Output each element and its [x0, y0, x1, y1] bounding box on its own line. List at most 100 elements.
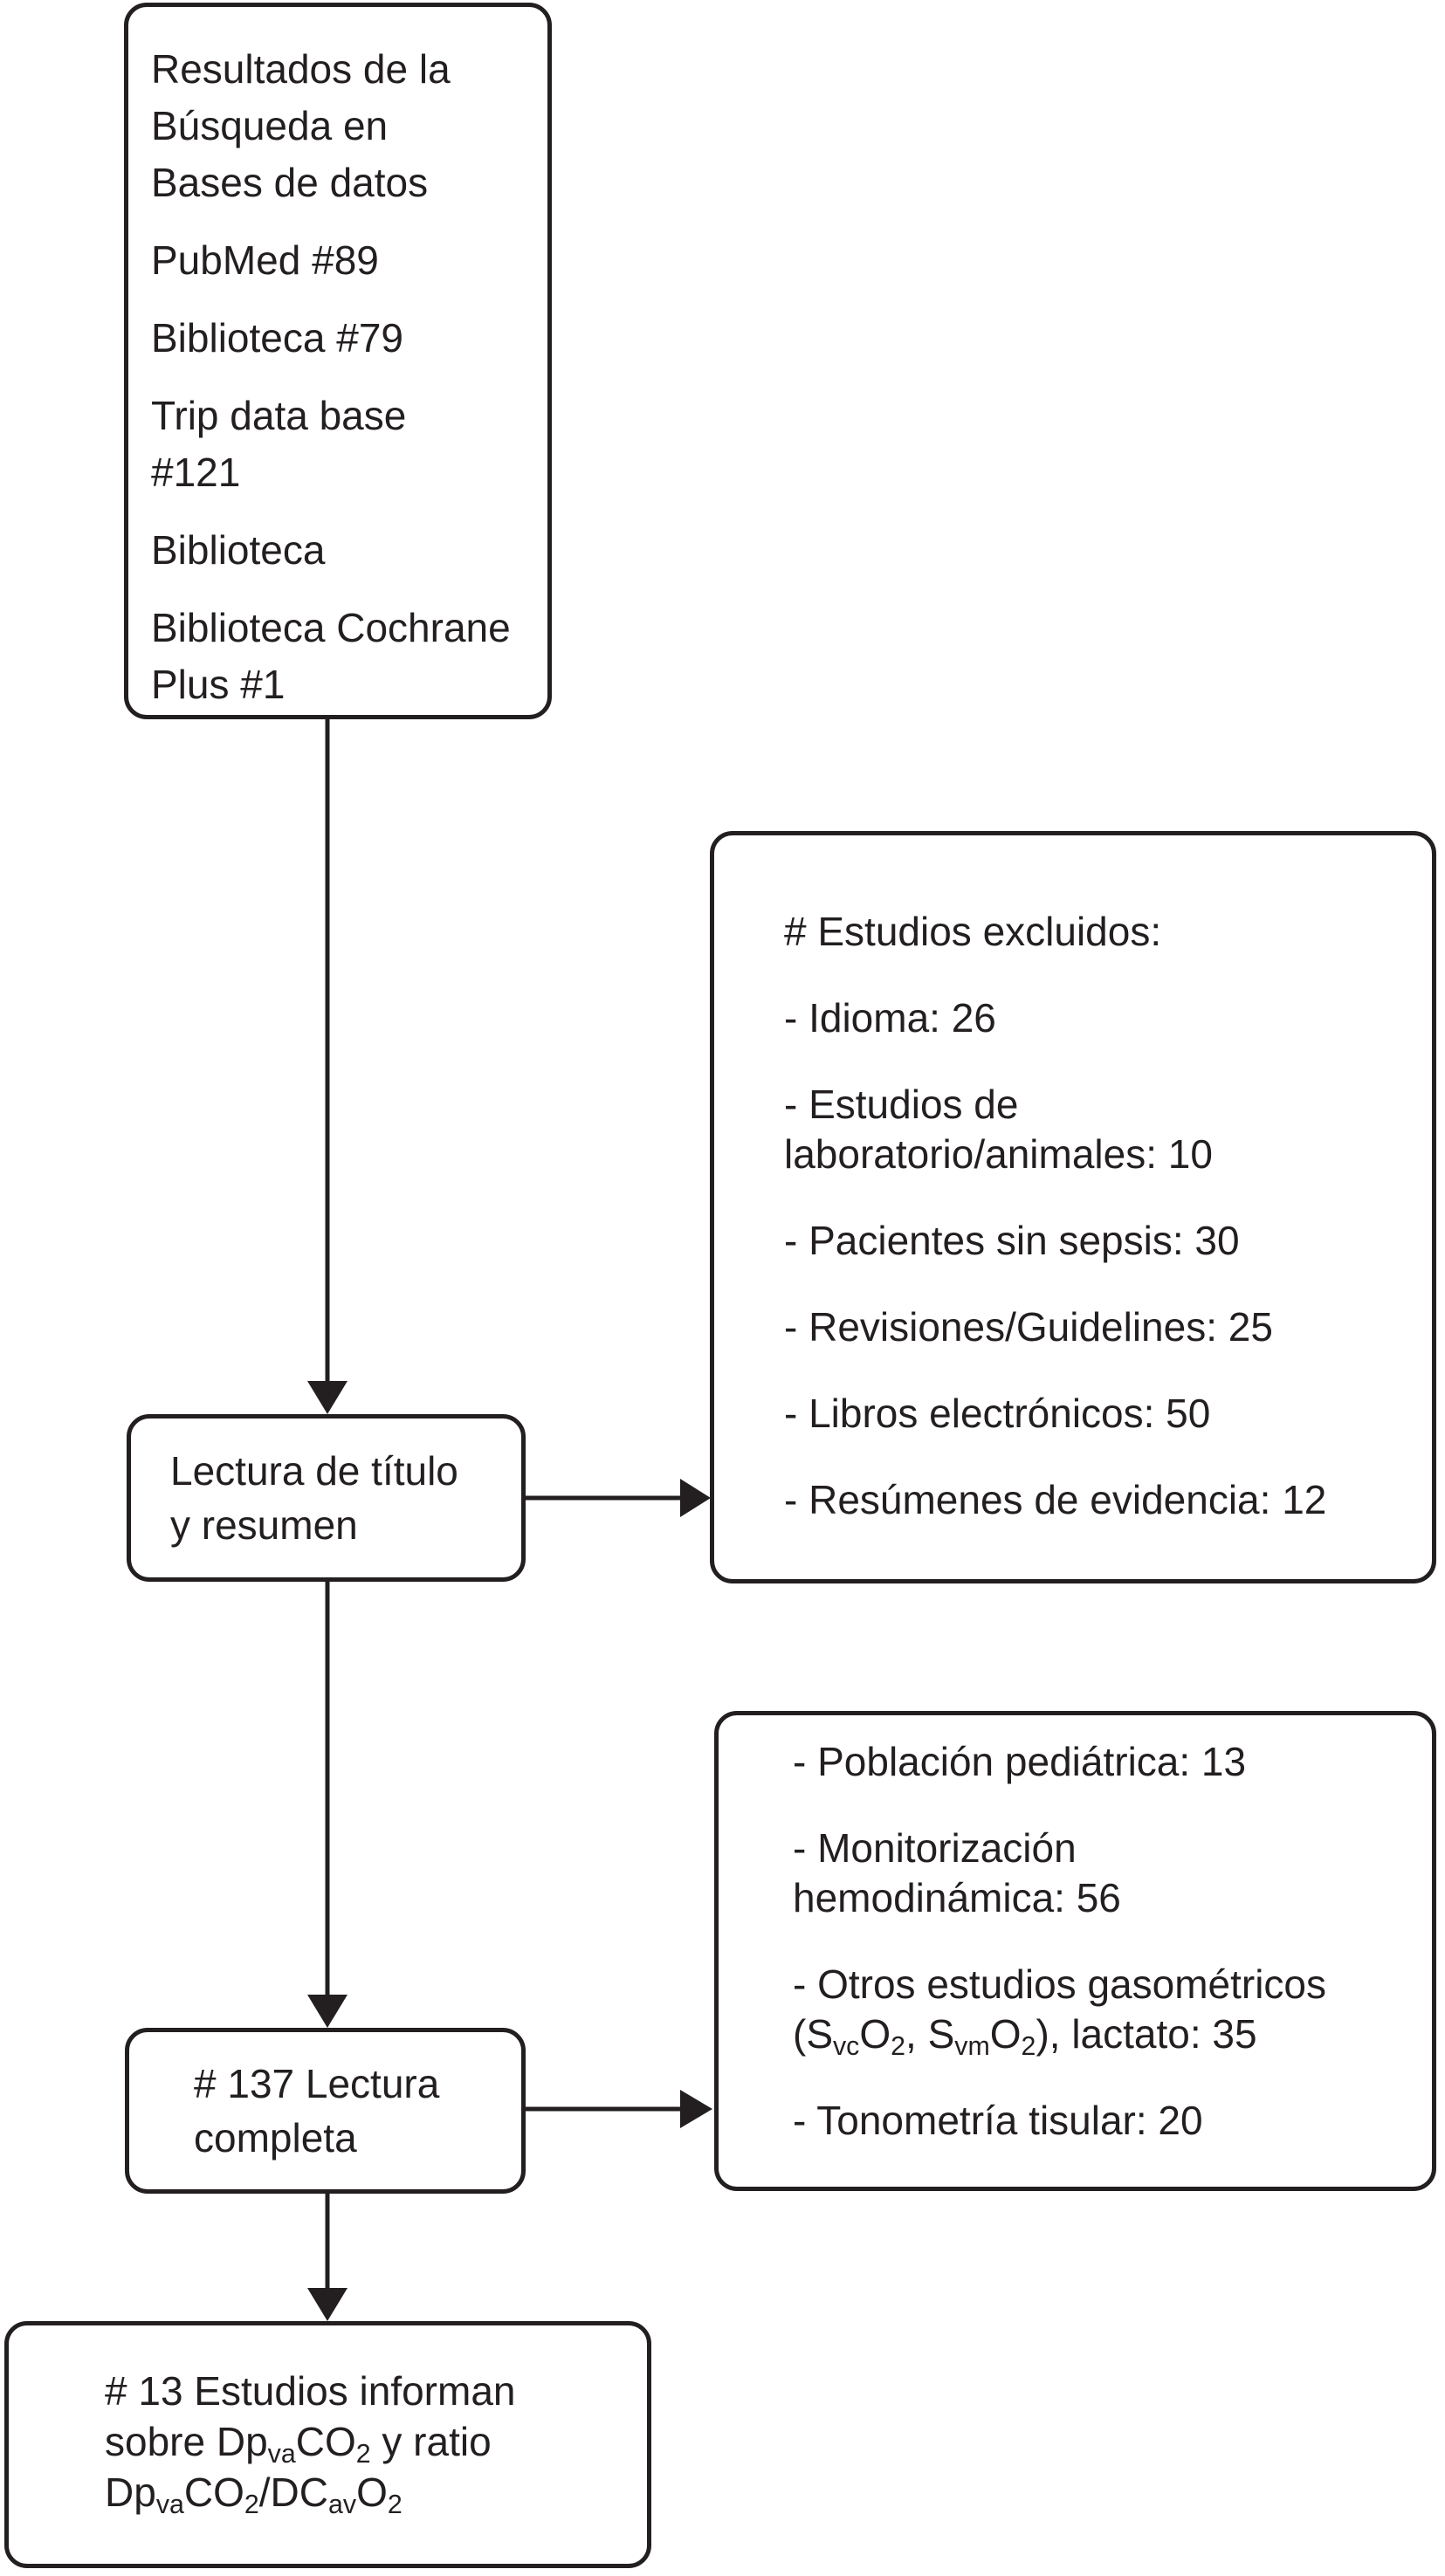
text-segment: - Monitorización	[793, 1825, 1077, 1871]
paragraph: Lectura de título y resumen	[170, 1444, 521, 1552]
paragraph: - Otros estudios gasométricos(SvcO2, Svm…	[793, 1960, 1421, 2061]
text-line: - Tonometría tisular: 20	[793, 2096, 1421, 2146]
text-line: completa	[194, 2111, 521, 2165]
text-segment: - Resúmenes de evidencia: 12	[784, 1477, 1327, 1522]
text-segment: Plus #1	[151, 662, 286, 707]
text-line: - Estudios de	[784, 1080, 1421, 1130]
subscript-text: av	[328, 2490, 357, 2519]
text-line: hemodinámica: 56	[793, 1873, 1421, 1923]
arrow-title-reading-to-excluded	[526, 1479, 711, 1517]
text-line: # 13 Estudios informan	[105, 2366, 638, 2416]
text-segment: Búsqueda en	[151, 103, 389, 148]
paragraph: # 137 Lectura completa	[194, 2057, 521, 2165]
arrowhead-down-icon	[307, 1995, 347, 2028]
text-line: DpvaCO2/DCavO2	[105, 2467, 638, 2518]
subscript-text: 2	[387, 2490, 403, 2519]
subscript-text: 2	[244, 2490, 259, 2519]
arrow-search-to-title-reading	[307, 719, 347, 1414]
arrow-full-text-to-included	[307, 2194, 347, 2321]
subscript-text: 2	[355, 2439, 371, 2469]
paragraph: - Idioma: 26	[784, 993, 1421, 1043]
text-segment: , S	[905, 2011, 955, 2057]
text-segment: O	[859, 2011, 891, 2057]
text-segment: - Tonometría tisular: 20	[793, 2098, 1203, 2143]
text-line: # Estudios excluidos:	[784, 907, 1421, 957]
text-segment: (S	[793, 2011, 833, 2057]
text-segment: #121	[151, 450, 241, 495]
text-line: Bases de datos	[151, 155, 540, 211]
paragraph: - Pacientes sin sepsis: 30	[784, 1216, 1421, 1266]
text-segment: # 13 Estudios informan	[105, 2368, 516, 2414]
text-segment: - Pacientes sin sepsis: 30	[784, 1218, 1240, 1263]
text-line: # 137 Lectura	[194, 2057, 521, 2111]
arrow-title-reading-to-full-text	[307, 1582, 347, 2028]
text-line: - Revisiones/Guidelines: 25	[784, 1302, 1421, 1352]
arrowhead-down-icon	[307, 1381, 347, 1414]
text-segment: sobre Dp	[105, 2419, 268, 2464]
text-segment: - Revisiones/Guidelines: 25	[784, 1304, 1273, 1350]
text-segment: hemodinámica: 56	[793, 1875, 1121, 1920]
text-segment: Trip data base	[151, 393, 407, 438]
text-segment: - Idioma: 26	[784, 995, 996, 1041]
paragraph: - Resúmenes de evidencia: 12	[784, 1475, 1421, 1525]
subscript-text: va	[267, 2439, 296, 2469]
box-database-search-results: Resultados de la Búsqueda en Bases de dato…	[124, 3, 552, 719]
box-full-text-exclusions: - Población pediátrica: 13 - Monitorizaci…	[714, 1711, 1436, 2191]
paragraph: Biblioteca #79	[151, 310, 540, 367]
text-line: Plus #1	[151, 656, 540, 713]
text-segment: Bases de datos	[151, 160, 429, 205]
text-segment: Lectura de título	[170, 1448, 458, 1494]
subscript-text: vm	[954, 2031, 990, 2061]
text-segment: CO	[295, 2419, 356, 2464]
arrowhead-down-icon	[307, 2288, 347, 2321]
text-segment: # 137 Lectura	[194, 2061, 440, 2106]
text-segment: ), lactato: 35	[1036, 2011, 1257, 2057]
text-segment: PubMed #89	[151, 237, 379, 283]
text-line: Lectura de título	[170, 1444, 521, 1498]
text-segment: laboratorio/animales: 10	[784, 1131, 1213, 1177]
subscript-text: 2	[891, 2031, 906, 2061]
text-segment: - Estudios de	[784, 1082, 1019, 1127]
box-title-abstract-reading: Lectura de título y resumen	[127, 1414, 526, 1582]
text-line: - Pacientes sin sepsis: 30	[784, 1216, 1421, 1266]
paragraph: - Libros electrónicos: 50	[784, 1389, 1421, 1439]
text-line: - Monitorización	[793, 1824, 1421, 1873]
text-segment: O	[356, 2470, 388, 2515]
paragraph: - Revisiones/Guidelines: 25	[784, 1302, 1421, 1352]
text-line: Resultados de la	[151, 41, 540, 98]
text-line: Biblioteca Cochrane	[151, 600, 540, 656]
subscript-text: va	[155, 2490, 184, 2519]
text-segment: - Libros electrónicos: 50	[784, 1391, 1211, 1436]
text-line: - Otros estudios gasométricos	[793, 1960, 1421, 2009]
text-segment: /DC	[258, 2470, 329, 2515]
text-segment: Biblioteca	[151, 527, 326, 573]
paragraph: # Estudios excluidos:	[784, 907, 1421, 957]
paragraph: Trip data base #121	[151, 388, 540, 501]
text-line: - Idioma: 26	[784, 993, 1421, 1043]
text-segment: # Estudios excluidos:	[784, 909, 1162, 954]
text-segment: Resultados de la	[151, 46, 451, 92]
paragraph: Resultados de la Búsqueda en Bases de dato…	[151, 41, 540, 211]
box-excluded-studies: # Estudios excluidos: - Idioma: 26 - Estud…	[710, 831, 1436, 1583]
text-segment: CO	[183, 2470, 244, 2515]
text-line: #121	[151, 444, 540, 501]
text-line: sobre DpvaCO2 y ratio	[105, 2416, 638, 2469]
arrow-full-text-to-exclusions	[526, 2090, 712, 2128]
paragraph: PubMed #89	[151, 232, 540, 289]
subscript-text: vc	[833, 2031, 860, 2061]
text-line: - Resúmenes de evidencia: 12	[784, 1475, 1421, 1525]
text-line: PubMed #89	[151, 232, 540, 289]
subscript-text: 2	[1021, 2031, 1036, 2061]
paragraph: - Población pediátrica: 13	[793, 1737, 1421, 1787]
text-line: laboratorio/animales: 10	[784, 1130, 1421, 1179]
text-segment: completa	[194, 2115, 357, 2160]
text-segment: Dp	[105, 2470, 156, 2515]
text-line: Biblioteca	[151, 522, 540, 579]
text-segment: - Población pediátrica: 13	[793, 1739, 1247, 1784]
text-segment: y resumen	[170, 1502, 358, 1548]
text-line: - Libros electrónicos: 50	[784, 1389, 1421, 1439]
